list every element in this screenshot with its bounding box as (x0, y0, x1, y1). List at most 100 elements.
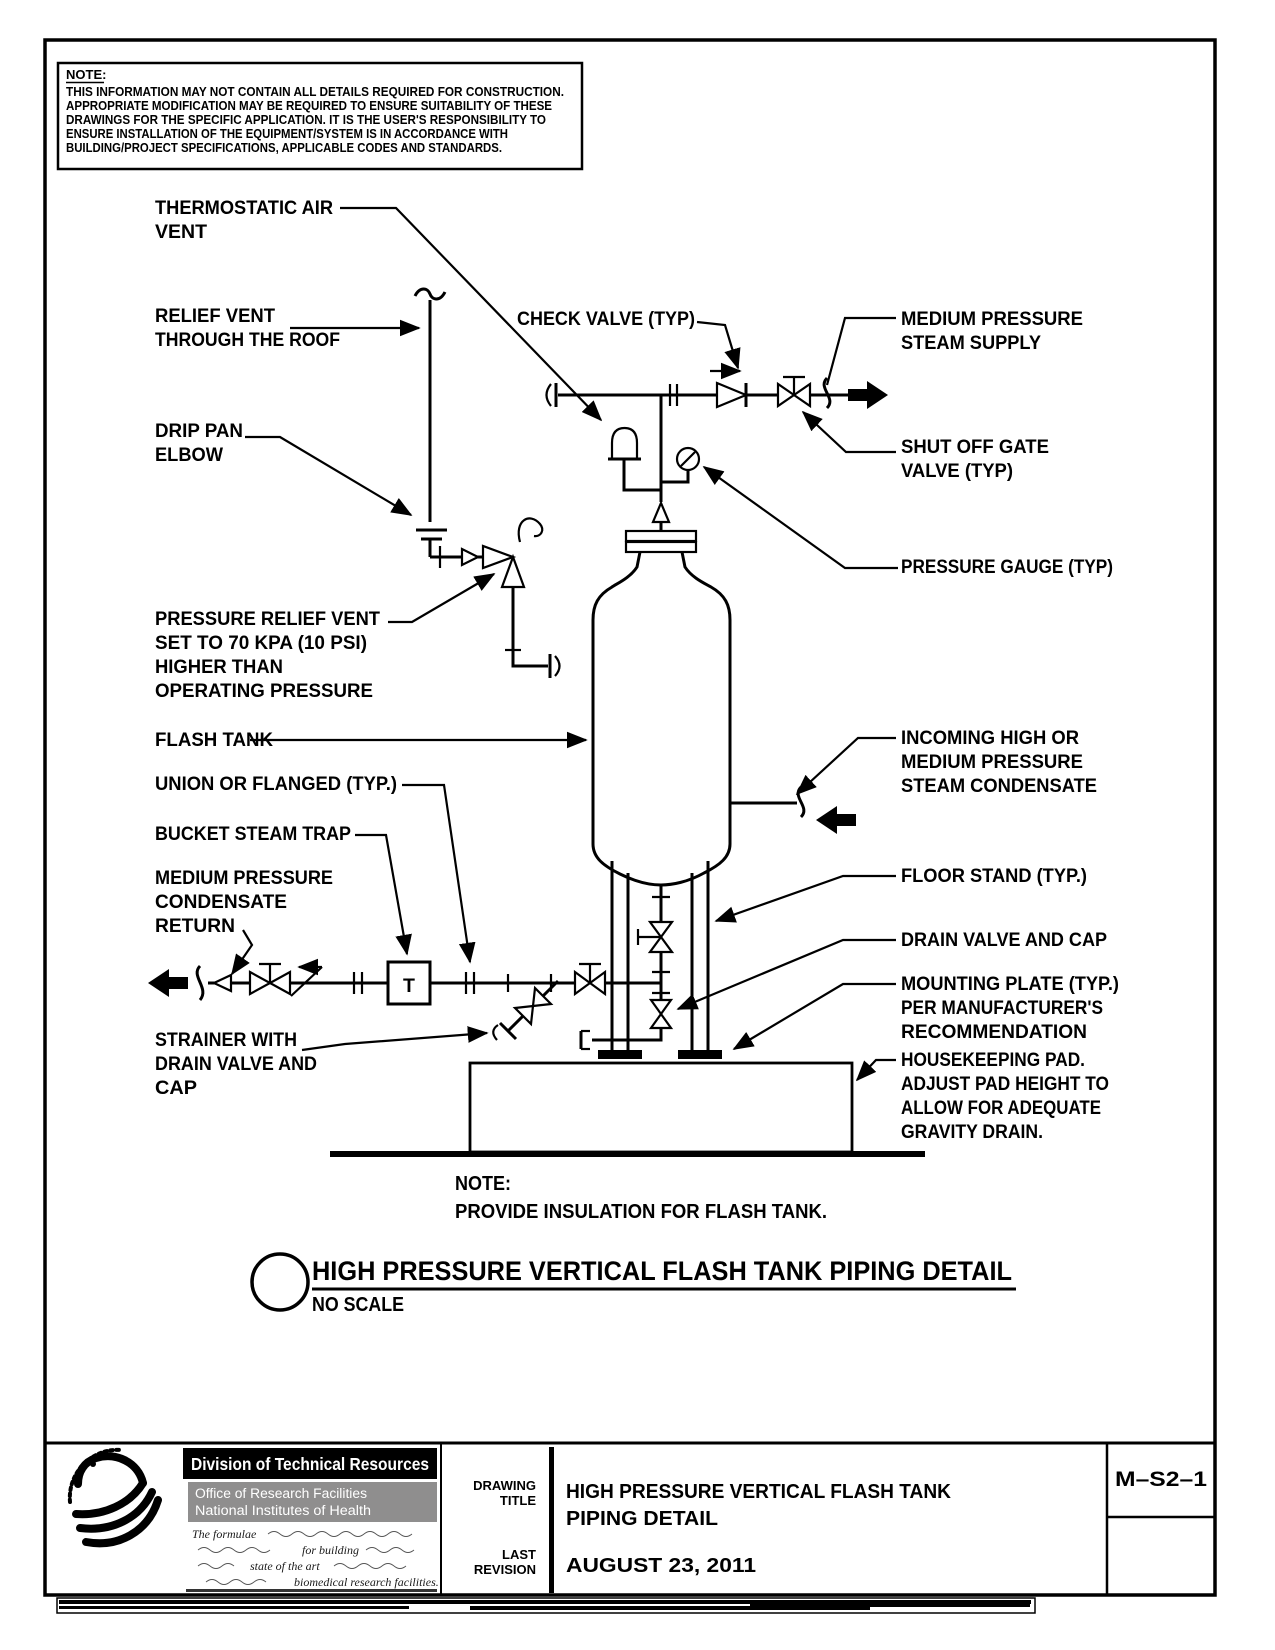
label-housekeeping-pad: GRAVITY DRAIN. (901, 1121, 1043, 1143)
label-relief-vent: RELIEF VENT (155, 305, 275, 327)
note-box-title: NOTE: (66, 67, 106, 82)
pipe-break-icon (195, 964, 205, 1001)
leader-bucket-steam-trap (355, 833, 412, 956)
flow-direction-arrow (148, 969, 188, 997)
detail-title-block: HIGH PRESSURE VERTICAL FLASH TANK PIPING… (250, 1252, 1016, 1316)
label-shut-off-gate-valve: SHUT OFF GATE (901, 436, 1049, 458)
flow-arrow-icon (460, 547, 481, 567)
flash-tank-vessel (591, 529, 732, 887)
label-bucket-steam-trap: BUCKET STEAM TRAP (155, 823, 351, 845)
label-incoming-condensate: STEAM CONDENSATE (901, 775, 1097, 797)
detail-title: HIGH PRESSURE VERTICAL FLASH TANK PIPING… (312, 1256, 1012, 1286)
condensate-return-line: T (148, 958, 661, 1041)
relief-vent-pipe (413, 287, 561, 678)
gate-valve-symbol (248, 962, 292, 996)
leader-steam-supply (825, 316, 896, 386)
gate-valve-symbol (636, 920, 675, 954)
pipe-break-icon (413, 287, 447, 301)
flow-arrow-icon (211, 973, 233, 993)
note-line: DRAWINGS FOR THE SPECIFIC APPLICATION. I… (66, 112, 546, 127)
drain-valve-symbol (648, 998, 674, 1030)
label-thermostatic-air-vent: THERMOSTATIC AIR (155, 197, 333, 219)
label-drip-pan-elbow: DRIP PAN (155, 420, 243, 442)
note-box: NOTE: THIS INFORMATION MAY NOT CONTAIN A… (56, 61, 584, 171)
leader-condensate-return (231, 929, 254, 976)
leader-pressure-relief-vent (388, 573, 496, 624)
leader-strainer (301, 1026, 489, 1052)
check-valve-symbol (710, 362, 749, 409)
sheet-border (43, 38, 1217, 1597)
leader-union-or-flanged (402, 783, 476, 964)
bottom-note: NOTE: PROVIDE INSULATION FOR FLASH TANK. (455, 1173, 827, 1223)
leader-shut-off-valve (801, 410, 896, 454)
leader-thermostatic-air-vent (340, 206, 603, 422)
pressure-relief-valve-symbol (481, 517, 544, 589)
label-pressure-gauge: PRESSURE GAUGE (TYP) (901, 556, 1113, 578)
note-line: BUILDING/PROJECT SPECIFICATIONS, APPLICA… (66, 140, 502, 155)
steam-supply-line (545, 362, 888, 410)
note-line: APPROPRIATE MODIFICATION MAY BE REQUIRED… (66, 98, 552, 113)
pipe-break-icon (822, 376, 832, 410)
mounting-plate-symbol (678, 1050, 722, 1059)
label-steam-supply: STEAM SUPPLY (901, 332, 1041, 354)
office-bar (188, 1482, 437, 1522)
note-line: THIS INFORMATION MAY NOT CONTAIN ALL DET… (66, 84, 564, 99)
division-header-bar (183, 1448, 437, 1479)
callouts-right: MEDIUM PRESSURE STEAM SUPPLY SHUT OFF GA… (901, 308, 1119, 1143)
floor-stands (598, 861, 722, 1059)
housekeeping-pad-symbol (468, 1061, 854, 1154)
title-block: Division of Technical Resources Office o… (45, 1441, 1215, 1595)
leader-incoming-condensate (795, 736, 896, 796)
label-pressure-relief-vent: OPERATING PRESSURE (155, 680, 373, 702)
label-condensate-return: MEDIUM PRESSURE (155, 867, 333, 889)
flow-direction-arrow (816, 806, 856, 834)
tagline-lead: The formulae (192, 1527, 257, 1541)
last-revision-value: AUGUST 23, 2011 (566, 1554, 756, 1577)
thermostatic-air-vent-symbol (608, 426, 661, 492)
tagline-rule (186, 1589, 437, 1592)
institutes-name: National Institutes of Health (195, 1503, 371, 1518)
tank-flange (624, 529, 698, 543)
tank-shell (591, 551, 732, 887)
label-strainer: CAP (155, 1077, 197, 1099)
logo-arc-text (67, 1447, 124, 1504)
label-housekeeping-pad: ADJUST PAD HEIGHT TO (901, 1073, 1109, 1095)
label-strainer: STRAINER WITH (155, 1029, 297, 1051)
last-revision-label: LAST (502, 1547, 536, 1562)
division-name: Division of Technical Resources (191, 1454, 429, 1474)
label-mounting-plate: PER MANUFACTURER'S (901, 997, 1103, 1019)
label-check-valve: CHECK VALVE (TYP) (517, 308, 695, 330)
label-mounting-plate: MOUNTING PLATE (TYP.) (901, 973, 1119, 995)
bucket-steam-trap-symbol: T (386, 960, 432, 1006)
hhs-logo (67, 1447, 162, 1548)
drawing-number: M–S2–1 (1115, 1468, 1207, 1491)
drawing-title-label: DRAWING (473, 1478, 536, 1493)
pressure-gauge-symbol (661, 446, 701, 484)
note-box-frame (56, 61, 584, 171)
detail-scale: NO SCALE (312, 1294, 404, 1316)
label-flash-tank: FLASH TANK (155, 729, 273, 751)
tank-drain-piping (579, 886, 675, 1051)
label-thermostatic-air-vent: VENT (155, 221, 207, 243)
scan-artifact-stripe (56, 1597, 1036, 1614)
tagline-mid2: state of the art (250, 1559, 320, 1573)
label-shut-off-gate-valve: VALVE (TYP) (901, 460, 1013, 482)
note-line: ENSURE INSTALLATION OF THE EQUIPMENT/SYS… (66, 126, 508, 141)
label-housekeeping-pad: ALLOW FOR ADEQUATE (901, 1097, 1101, 1119)
steam-trap-letter: T (403, 975, 415, 997)
label-incoming-condensate: MEDIUM PRESSURE (901, 751, 1083, 773)
label-drip-pan-elbow: ELBOW (155, 444, 224, 466)
label-floor-stand: FLOOR STAND (TYP.) (901, 865, 1087, 887)
label-housekeeping-pad: HOUSEKEEPING PAD. (901, 1049, 1085, 1071)
tagline: The formulae for building state of the a… (186, 1527, 439, 1592)
drawing-title-value: PIPING DETAIL (566, 1507, 718, 1530)
tagline-tail: biomedical research facilities. (294, 1575, 439, 1589)
tagline-mid1: for building (302, 1543, 359, 1557)
label-pressure-relief-vent: PRESSURE RELIEF VENT (155, 608, 380, 630)
nozzle-triangle-icon (651, 500, 671, 524)
leader-drain-valve (676, 938, 896, 1011)
bottom-note-title: NOTE: (455, 1173, 511, 1195)
callouts-left: THERMOSTATIC AIR VENT RELIEF VENT THROUG… (155, 197, 397, 1099)
label-relief-vent: THROUGH THE ROOF (155, 329, 340, 351)
